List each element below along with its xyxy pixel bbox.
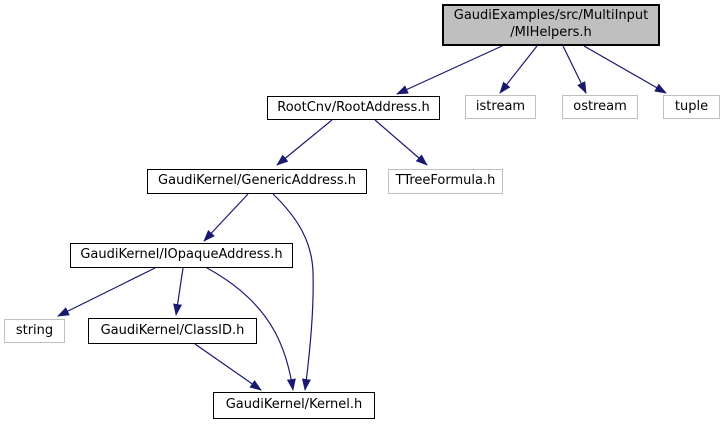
node-istream: istream xyxy=(465,95,536,119)
node-tuple: tuple xyxy=(663,95,720,119)
edge-classid-kernel xyxy=(194,343,262,391)
node-classid[interactable]: GaudiKernel/ClassID.h xyxy=(88,318,257,344)
edge-rootaddress-genericaddress xyxy=(276,119,333,166)
node-ttreeformula: TTreeFormula.h xyxy=(388,169,503,194)
edge-genericaddress-iopaqueaddress xyxy=(203,193,249,242)
node-kernel[interactable]: GaudiKernel/Kernel.h xyxy=(213,392,375,419)
edge-mihelpers-tuple xyxy=(583,45,667,94)
node-ostream: ostream xyxy=(562,95,638,119)
edge-iopaqueaddress-string xyxy=(57,267,156,317)
node-string: string xyxy=(4,319,65,343)
edge-mihelpers-ostream xyxy=(562,45,587,94)
edge-genericaddress-kernel xyxy=(272,193,314,391)
edge-mihelpers-istream xyxy=(499,45,538,94)
edge-rootaddress-ttreeformula xyxy=(374,119,428,166)
node-mihelpers: GaudiExamples/src/MultiInput /MIHelpers.… xyxy=(442,4,660,46)
node-iopaqueaddress[interactable]: GaudiKernel/IOpaqueAddress.h xyxy=(70,243,293,268)
edge-iopaqueaddress-kernel xyxy=(206,267,296,391)
edge-iopaqueaddress-classid xyxy=(173,267,184,316)
node-rootaddress[interactable]: RootCnv/RootAddress.h xyxy=(267,96,440,120)
node-genericaddress[interactable]: GaudiKernel/GenericAddress.h xyxy=(147,169,367,194)
edge-mihelpers-rootaddress xyxy=(396,45,503,95)
